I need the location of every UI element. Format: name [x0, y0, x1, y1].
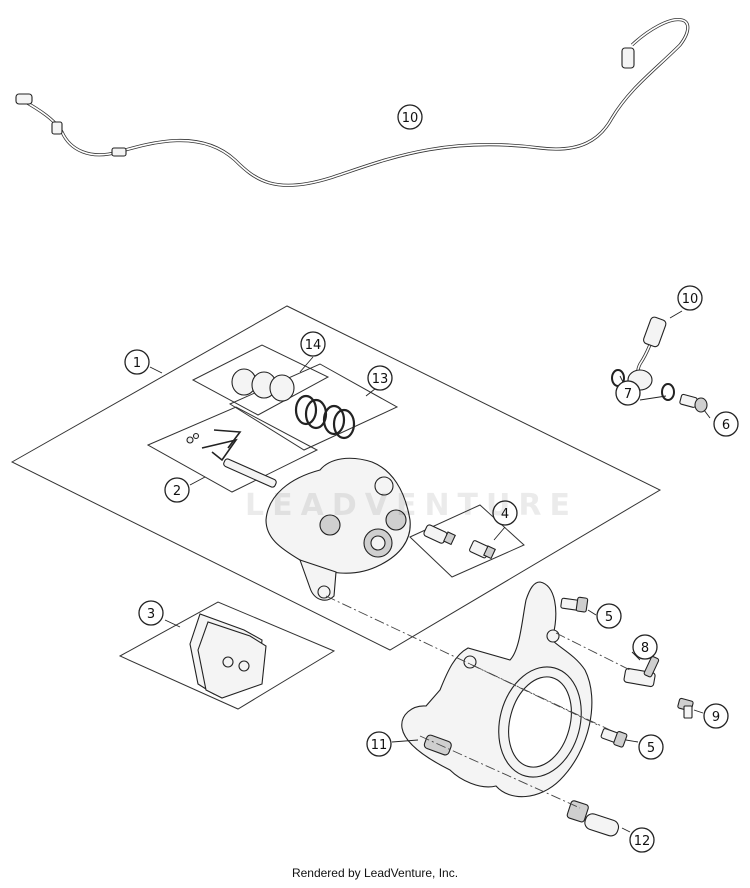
callout-1: 1 [124, 349, 150, 375]
svg-text:7: 7 [624, 387, 632, 402]
callout-5-upper: 5 [596, 603, 622, 629]
axle-bolt-12 [566, 800, 620, 837]
svg-text:3: 3 [147, 607, 155, 622]
caliper-bracket [401, 581, 593, 798]
svg-text:10: 10 [682, 292, 699, 307]
seals [294, 394, 356, 440]
kit-box-2 [146, 406, 319, 493]
kit-box-4 [409, 504, 525, 578]
hose-end-right [621, 47, 635, 69]
svg-text:13: 13 [372, 372, 389, 387]
svg-text:10: 10 [402, 111, 419, 126]
callout-7: 7 [615, 380, 641, 406]
callout-8: 8 [632, 634, 658, 660]
bleeder-valve [423, 524, 496, 560]
callout-4: 4 [492, 500, 518, 526]
pin-and-spring [186, 429, 277, 488]
callout-10-right: 10 [677, 285, 703, 311]
svg-text:6: 6 [722, 418, 730, 433]
bolt-5-lower [600, 728, 628, 748]
sensor-fitting-8 [623, 656, 660, 688]
svg-text:5: 5 [605, 610, 613, 625]
hose-end-left [15, 93, 33, 105]
callout-12: 12 [629, 827, 655, 853]
banjo-fitting [611, 316, 708, 413]
svg-text:12: 12 [634, 834, 651, 849]
callout-11: 11 [366, 731, 392, 757]
svg-text:14: 14 [305, 338, 322, 353]
bolt-9 [677, 697, 694, 719]
svg-text:11: 11 [371, 738, 388, 753]
bolt-5-upper [560, 596, 589, 613]
svg-text:5: 5 [647, 741, 655, 756]
caliper-assembly-box [10, 305, 662, 651]
callout-10-top: 10 [397, 104, 423, 130]
svg-text:9: 9 [712, 710, 720, 725]
callout-14: 14 [300, 331, 326, 357]
callout-9: 9 [703, 703, 729, 729]
pistons [231, 368, 295, 402]
svg-text:1: 1 [133, 356, 141, 371]
kit-box-14 [191, 344, 330, 416]
kit-box-13 [228, 363, 399, 451]
callout-2: 2 [164, 477, 190, 503]
brake-pads [189, 613, 267, 699]
brake-hose [15, 18, 690, 187]
callout-13: 13 [367, 365, 393, 391]
callout-3: 3 [138, 600, 164, 626]
svg-text:4: 4 [501, 507, 509, 522]
footer-credit: Rendered by LeadVenture, Inc. [291, 866, 459, 880]
brake-caliper [265, 457, 411, 601]
svg-text:2: 2 [173, 484, 181, 499]
callout-6: 6 [713, 411, 739, 437]
callout-5-lower: 5 [638, 734, 664, 760]
watermark: LEADVENTURE [245, 488, 578, 523]
kit-box-3 [118, 601, 336, 710]
svg-text:8: 8 [641, 641, 649, 656]
